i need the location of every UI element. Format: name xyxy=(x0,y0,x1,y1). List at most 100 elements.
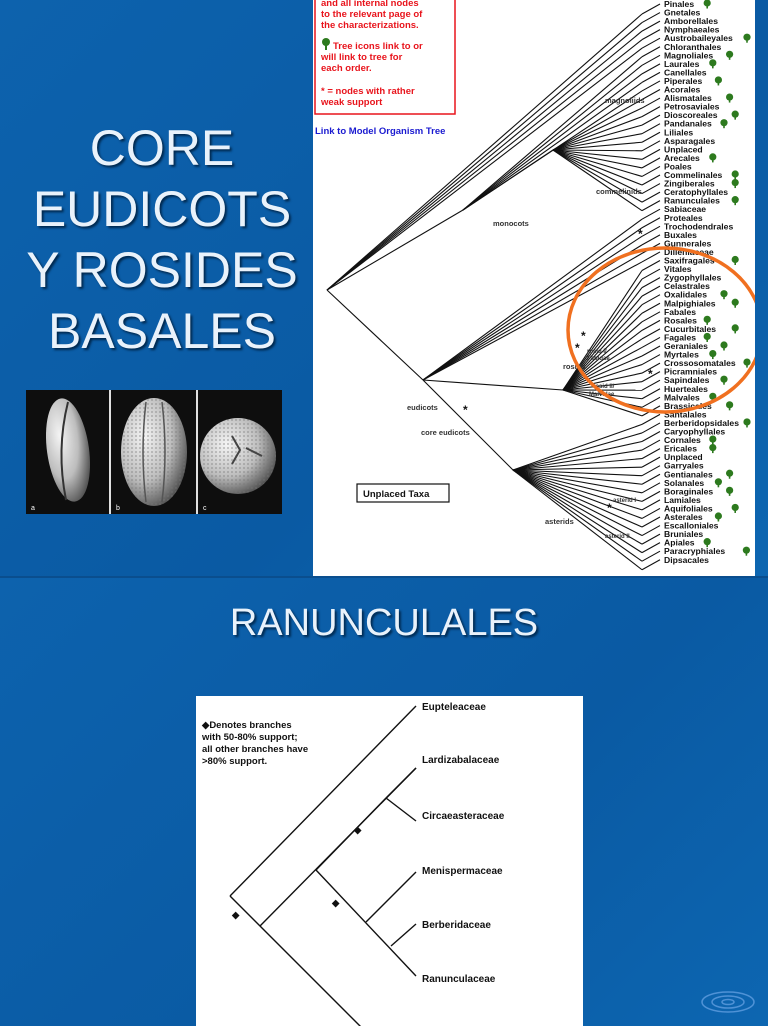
order-tree-icon[interactable] xyxy=(709,444,716,453)
tree-branch xyxy=(642,534,660,544)
slide-title: CORE EUDICOTS Y ROSIDES BASALES xyxy=(12,118,312,362)
tree-branch xyxy=(642,278,660,288)
order-tree-icon[interactable] xyxy=(732,504,739,513)
slide-core-eudicots: CORE EUDICOTS Y ROSIDES BASALES xyxy=(0,0,768,576)
order-tree-icon[interactable] xyxy=(732,256,739,265)
tree-branch xyxy=(642,218,660,228)
taxon-label[interactable]: Dipsacales xyxy=(664,555,709,565)
support-note-line-3: all other branches have xyxy=(202,744,308,755)
ranunculales-phylogeny-panel: ◆Denotes branches with 50-80% support; a… xyxy=(196,696,583,1026)
tree-branch xyxy=(642,560,660,570)
order-tree-icon[interactable] xyxy=(732,179,739,188)
tree-branch xyxy=(642,380,660,390)
pollen-label-a: a xyxy=(31,505,35,512)
tree-branch xyxy=(642,303,660,313)
order-tree-icon[interactable] xyxy=(732,299,739,308)
pollen-label-c: c xyxy=(203,505,207,512)
slide-title: RANUNCULALES xyxy=(0,602,768,645)
pollen-label-b: b xyxy=(116,505,120,512)
tree-branch xyxy=(642,30,660,40)
decorative-swirl-icon xyxy=(698,986,758,1016)
order-tree-icon[interactable] xyxy=(726,93,733,102)
order-tree-icon[interactable] xyxy=(743,359,750,368)
tree-branch xyxy=(642,517,660,527)
tree-branch xyxy=(642,209,660,219)
tree-branch xyxy=(642,261,660,271)
order-tree-icon[interactable] xyxy=(732,111,739,120)
tree-branch xyxy=(642,500,660,510)
tree-branch xyxy=(642,90,660,100)
tree-branch xyxy=(642,226,660,236)
support-asterisk: * xyxy=(581,329,586,343)
order-tree-icon[interactable] xyxy=(709,59,716,68)
legend-line-3: the characterizations. xyxy=(321,20,419,31)
order-tree-icon[interactable] xyxy=(726,470,733,479)
tree-backbone xyxy=(327,290,423,380)
order-tree-icon[interactable] xyxy=(743,547,750,556)
legend-tree-line-2: will link to tree for xyxy=(320,52,403,63)
tree-branch xyxy=(642,312,660,322)
ranunculales-tree: ◆Denotes branches with 50-80% support; a… xyxy=(196,696,583,1026)
tree-branch xyxy=(642,115,660,125)
tree-branch xyxy=(642,21,660,31)
tree-branch xyxy=(553,150,642,151)
tree-branch xyxy=(642,184,660,194)
tree-branch xyxy=(642,508,660,518)
tree-branch xyxy=(642,337,660,347)
order-tree-icon[interactable] xyxy=(704,0,711,9)
order-tree-icon[interactable] xyxy=(743,34,750,43)
tree-branch xyxy=(642,38,660,48)
order-tree-icon[interactable] xyxy=(720,119,727,128)
tree-branch xyxy=(513,424,642,470)
unplaced-taxa-link[interactable]: Unplaced Taxa xyxy=(363,489,430,500)
pollen-image: a b c xyxy=(26,390,282,514)
support-note-line-2: with 50-80% support; xyxy=(201,732,298,743)
taxon-label: Menispermaceae xyxy=(422,866,503,877)
tree-branch xyxy=(642,47,660,57)
tree-branch xyxy=(642,252,660,262)
order-tree-icon[interactable] xyxy=(743,418,750,427)
order-tree-icon[interactable] xyxy=(732,170,739,179)
support-diamond: ◆ xyxy=(231,910,240,921)
order-tree-icon[interactable] xyxy=(720,376,727,385)
order-tree-icon[interactable] xyxy=(726,51,733,60)
title-line-1: CORE xyxy=(12,118,312,179)
tree-branch xyxy=(642,295,660,305)
tree-branch xyxy=(642,483,660,493)
tree-branch xyxy=(553,150,642,176)
tree-branch xyxy=(642,149,660,159)
order-tree-icon[interactable] xyxy=(726,401,733,410)
tree-branch xyxy=(642,543,660,553)
model-organism-link[interactable]: Link to Model Organism Tree xyxy=(315,126,445,137)
angiosperm-tree: and all internal nodes to the relevant p… xyxy=(313,0,755,576)
order-tree-icon[interactable] xyxy=(715,478,722,487)
taxon-label: Berberidaceae xyxy=(422,920,491,931)
tree-branch xyxy=(513,470,642,561)
clade-monocots: monocots xyxy=(493,219,529,228)
order-tree-icon[interactable] xyxy=(732,324,739,333)
order-tree-icon[interactable] xyxy=(709,435,716,444)
order-tree-icon[interactable] xyxy=(732,196,739,205)
pollen-micrograph: a b c xyxy=(26,390,282,514)
clade-asterid2: asterid II xyxy=(605,534,630,540)
tree-branch xyxy=(642,269,660,279)
title-line-4: BASALES xyxy=(12,301,312,362)
rosids-highlight-circle xyxy=(568,248,755,412)
order-tree-icon[interactable] xyxy=(709,153,716,162)
clade-commelinids: commelinids xyxy=(596,187,642,196)
order-tree-icon[interactable] xyxy=(720,341,727,350)
tree-branch xyxy=(642,166,660,176)
tree-branch xyxy=(642,98,660,108)
tree-branch xyxy=(642,423,660,433)
order-tree-icon[interactable] xyxy=(715,76,722,85)
angiosperm-phylogeny-panel: and all internal nodes to the relevant p… xyxy=(313,0,755,576)
legend-support-line-1: * = nodes with rather xyxy=(321,86,415,97)
clade-rosid1-a: rosid I/ xyxy=(587,349,607,355)
tree-branch xyxy=(642,4,660,14)
tree-branch xyxy=(642,466,660,476)
title-line-3: Y ROSIDES xyxy=(12,240,312,301)
tree-branch xyxy=(642,474,660,484)
order-tree-icon[interactable] xyxy=(720,290,727,299)
order-tree-icon[interactable] xyxy=(726,487,733,496)
legend-line-1: and all internal nodes xyxy=(321,0,419,9)
